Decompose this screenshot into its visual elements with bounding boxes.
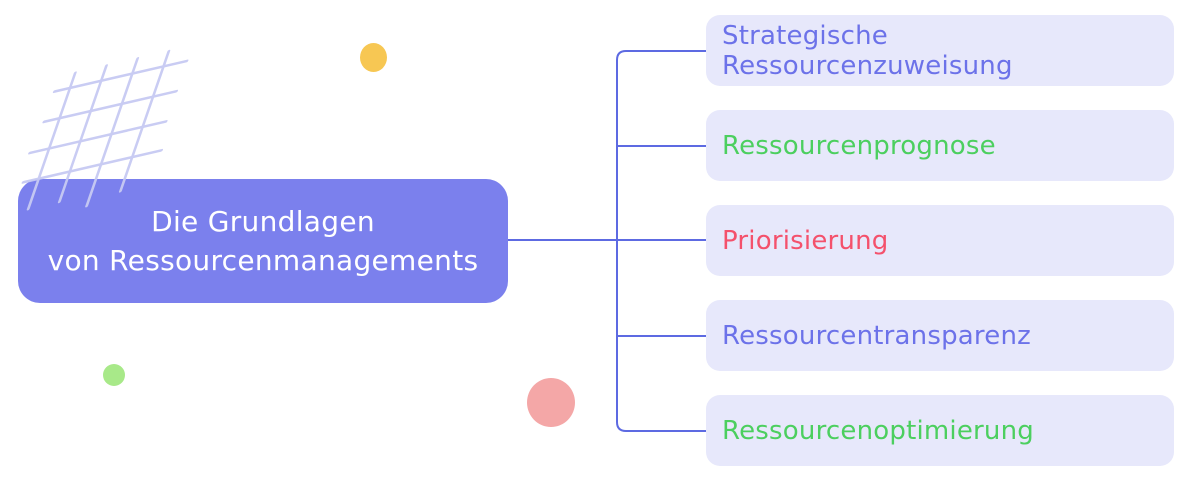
branch-label: Priorisierung — [722, 225, 889, 256]
green-dot-icon — [103, 364, 125, 386]
connector-path — [507, 50, 707, 432]
branch-node-ressourcentransparenz[interactable]: Ressourcentransparenz — [706, 300, 1174, 371]
pink-dot-icon — [527, 378, 575, 427]
branch-label: Strategische Ressourcenzuweisung — [722, 20, 1013, 81]
branch-label: Ressourcentransparenz — [722, 320, 1031, 351]
yellow-dot-icon — [360, 43, 387, 72]
branch-node-strategische-ressourcenzuweisung[interactable]: Strategische Ressourcenzuweisung — [706, 15, 1174, 86]
branch-node-priorisierung[interactable]: Priorisierung — [706, 205, 1174, 276]
branch-node-ressourcenprognose[interactable]: Ressourcenprognose — [706, 110, 1174, 181]
branch-node-ressourcenoptimierung[interactable]: Ressourcenoptimierung — [706, 395, 1174, 466]
branch-label: Ressourcenprognose — [722, 130, 996, 161]
branch-label: Ressourcenoptimierung — [722, 415, 1034, 446]
root-node[interactable]: Die Grundlagen von Ressourcenmanagements — [18, 179, 508, 303]
root-label-line1: Die Grundlagen — [151, 205, 375, 238]
root-label-line2: von Ressourcenmanagements — [47, 244, 479, 277]
